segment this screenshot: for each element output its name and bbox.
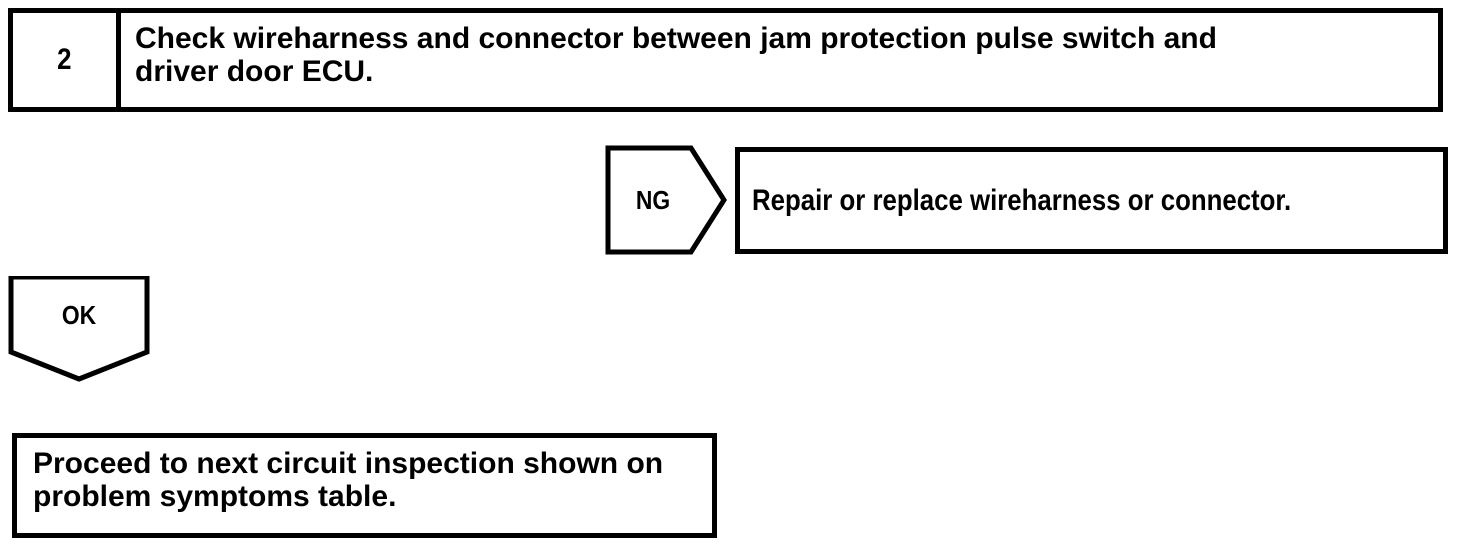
ok-pentagon-icon: [8, 276, 150, 382]
ng-branch-pointer: NG: [605, 145, 727, 255]
ng-result-box: Repair or replace wireharness or connect…: [735, 147, 1448, 254]
step-row: 2 Check wireharness and connector betwee…: [8, 8, 1443, 112]
step-number-cell: 2: [13, 13, 121, 107]
ok-branch-pointer: OK: [8, 276, 150, 382]
ng-result-text: Repair or replace wireharness or connect…: [752, 184, 1292, 217]
ng-pentagon-icon: [605, 145, 727, 255]
ok-result-box: Proceed to next circuit inspection shown…: [12, 433, 717, 538]
ng-branch-label: NG: [635, 185, 671, 215]
step-instruction-text: Check wireharness and connector between …: [135, 22, 1217, 88]
step-number: 2: [57, 43, 72, 76]
ok-result-text: Proceed to next circuit inspection shown…: [33, 447, 664, 513]
step-instruction-cell: Check wireharness and connector between …: [121, 13, 1438, 107]
ok-branch-label: OK: [61, 300, 97, 330]
